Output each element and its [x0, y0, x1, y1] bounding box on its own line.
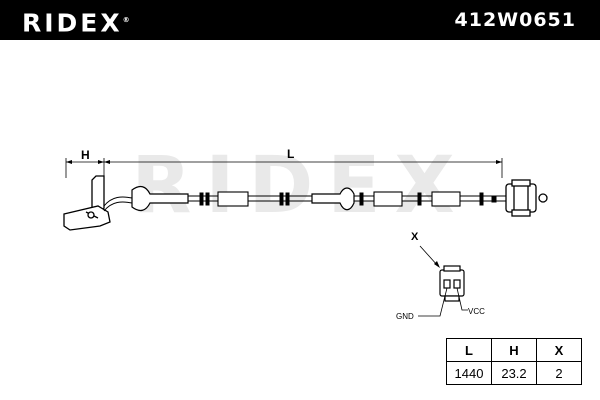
- view-x-leader: [419, 245, 439, 267]
- spec-value-h: 23.2: [491, 361, 537, 385]
- spec-header-x: X: [536, 338, 582, 362]
- cable-ties: [199, 192, 497, 206]
- pin-vcc-label: VCC: [468, 307, 485, 316]
- pin-leaders: [418, 287, 468, 317]
- connector: [505, 179, 548, 217]
- spec-table-value-row: 1440 23.2 2: [446, 361, 582, 385]
- brand-name: RIDEX: [22, 8, 123, 38]
- view-x-arrowhead: [434, 261, 440, 268]
- dimension-lines: [65, 158, 503, 178]
- view-x-label: X: [411, 231, 419, 243]
- spec-header-h: H: [491, 338, 537, 362]
- watermark-logo: RIDEX: [131, 141, 468, 231]
- brand-logo: RIDEX®: [22, 6, 130, 37]
- header-bar: RIDEX® 412W0651: [0, 0, 600, 40]
- grommets: [131, 185, 355, 212]
- pin-gnd-label: GND: [396, 312, 414, 321]
- spec-table: L H X 1440 23.2 2: [446, 338, 582, 385]
- dimension-l-label: L: [287, 147, 294, 161]
- registered-mark: ®: [122, 16, 130, 24]
- technical-drawing: RIDEX H L: [63, 141, 548, 321]
- dimension-h-label: H: [81, 148, 90, 162]
- spec-value-l: 1440: [446, 361, 492, 385]
- spec-header-l: L: [446, 338, 492, 362]
- spec-table-header-row: L H X: [446, 338, 582, 362]
- sensor-head: [63, 175, 111, 231]
- spec-value-x: 2: [536, 361, 582, 385]
- connector-front-view: [439, 265, 465, 302]
- part-number: 412W0651: [454, 9, 576, 31]
- cable-clips: [217, 191, 461, 207]
- dimension-arrows: [66, 160, 502, 164]
